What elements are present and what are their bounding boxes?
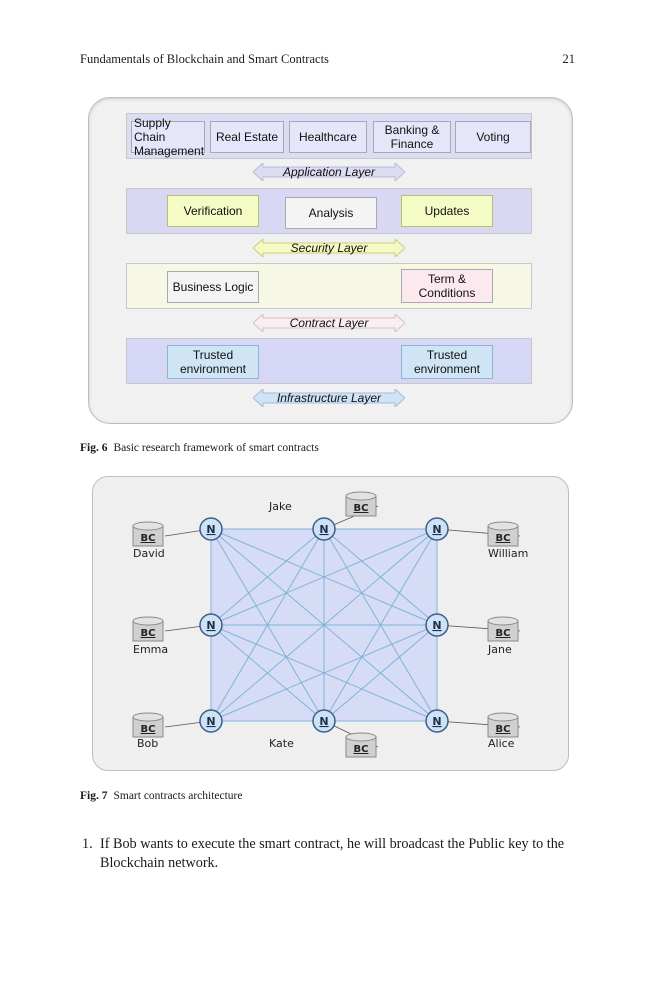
verification-box: Verification [167, 195, 259, 227]
blockchain-label: BC [141, 533, 156, 544]
blockchain-label: BC [354, 503, 369, 514]
contract-layer-arrow: Contract Layer [253, 314, 405, 332]
blockchain-label: BC [496, 724, 511, 735]
node-label: N [432, 523, 441, 536]
trusted-environment-box-left: Trusted environment [167, 345, 259, 379]
node-label: N [206, 523, 215, 536]
blockchain-db-top [487, 616, 519, 626]
blockchain-db-top [132, 616, 164, 626]
node-circle [425, 709, 449, 733]
application-layer-label: Application Layer [282, 165, 376, 179]
connection-line [323, 624, 438, 722]
figure-7-caption-label: Fig. 7 [80, 790, 108, 802]
connection-line [210, 624, 325, 722]
list-number: 1. [82, 836, 93, 852]
app-box-banking-finance: Banking & Finance [373, 121, 451, 153]
blockchain-db-top [132, 521, 164, 531]
analysis-box: Analysis [285, 197, 377, 229]
infrastructure-layer-arrow: Infrastructure Layer [253, 389, 405, 407]
app-box-supply-chain: Supply Chain Management [131, 116, 205, 158]
participant-label: Alice [488, 737, 515, 750]
node-circle [425, 517, 449, 541]
participant-label: Emma [133, 643, 168, 656]
participant-label: Jane [487, 643, 512, 656]
node-label: N [432, 715, 441, 728]
list-text: If Bob wants to execute the smart contra… [100, 836, 565, 871]
node-circle [312, 517, 336, 541]
security-layer-label: Security Layer [290, 241, 368, 255]
node-circle [312, 709, 336, 733]
blockchain-db-top [345, 732, 377, 742]
node-circle [199, 613, 223, 637]
node-label: N [432, 619, 441, 632]
app-box-healthcare: Healthcare [289, 121, 367, 153]
participant-label: Kate [269, 737, 294, 750]
application-layer-arrow: Application Layer [253, 163, 405, 181]
node-circle [199, 709, 223, 733]
contract-band: Business Logic Term & Conditions [126, 263, 532, 309]
node-label: N [206, 619, 215, 632]
double-arrow-icon [253, 163, 405, 181]
blockchain-db-top [132, 712, 164, 722]
running-title: Fundamentals of Blockchain and Smart Con… [80, 52, 329, 66]
connection-line [210, 528, 438, 626]
connection-line [210, 624, 438, 722]
infrastructure-layer-label: Infrastructure Layer [276, 391, 382, 405]
blockchain-label: BC [496, 628, 511, 639]
business-logic-box: Business Logic [167, 271, 259, 303]
terms-conditions-box: Term & Conditions [401, 269, 493, 303]
app-box-real-estate: Real Estate [210, 121, 284, 153]
node-circle [425, 613, 449, 637]
blockchain-db-top [487, 712, 519, 722]
node-circle [199, 517, 223, 541]
application-band: Supply Chain Management Real Estate Heal… [126, 113, 532, 159]
node-label: N [319, 715, 328, 728]
infrastructure-band: Trusted environment Trusted environment [126, 338, 532, 384]
double-arrow-icon [253, 239, 405, 257]
double-arrow-icon [253, 314, 405, 332]
blockchain-db-top [487, 521, 519, 531]
trusted-environment-box-right: Trusted environment [401, 345, 493, 379]
participant-label: Bob [137, 737, 158, 750]
blockchain-db-top [345, 491, 377, 501]
blockchain-label: BC [141, 628, 156, 639]
security-band: Verification Analysis Updates [126, 188, 532, 234]
updates-box: Updates [401, 195, 493, 227]
contract-layer-label: Contract Layer [289, 316, 369, 330]
figure-7-caption: Fig. 7 Smart contracts architecture [80, 790, 242, 802]
participant-label: Jake [268, 500, 292, 513]
node-label: N [319, 523, 328, 536]
page-number: 21 [562, 52, 576, 66]
blockchain-label: BC [354, 744, 369, 755]
participant-label: William [488, 547, 528, 560]
connection-line [210, 528, 325, 626]
running-head: Fundamentals of Blockchain and Smart Con… [80, 52, 575, 70]
participant-label: David [133, 547, 165, 560]
security-layer-arrow: Security Layer [253, 239, 405, 257]
double-arrow-icon [253, 389, 405, 407]
figure-6-caption: Fig. 6 Basic research framework of smart … [80, 442, 319, 454]
app-box-voting: Voting [455, 121, 531, 153]
figure-7-caption-text: Smart contracts architecture [113, 790, 243, 802]
figure-6-caption-text: Basic research framework of smart contra… [113, 442, 319, 454]
blockchain-label: BC [141, 724, 156, 735]
figure-6-research-framework: Supply Chain Management Real Estate Heal… [88, 97, 573, 424]
blockchain-label: BC [496, 533, 511, 544]
node-label: N [206, 715, 215, 728]
figure-6-caption-label: Fig. 6 [80, 442, 108, 454]
